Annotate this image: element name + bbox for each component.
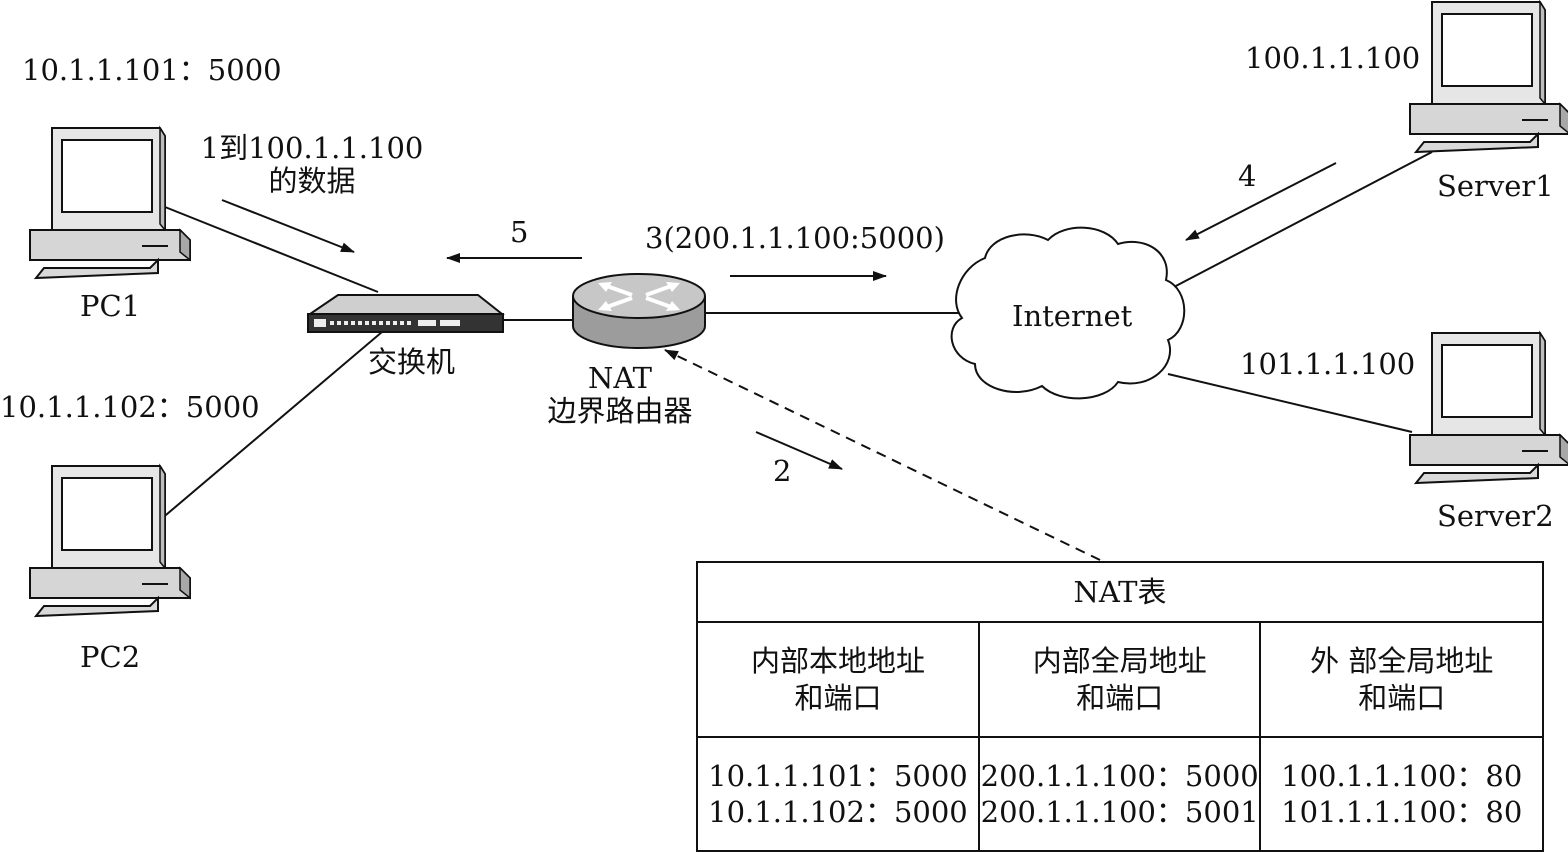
router-label: NAT 边界路由器 [520, 361, 720, 429]
table-cell-line: 10.1.1.101：5000 [708, 758, 968, 793]
step4-label: 4 [1238, 159, 1257, 193]
cloud-icon [950, 226, 1186, 400]
arrow-step1 [221, 199, 355, 253]
pc2-ip-label: 10.1.1.102：5000 [0, 390, 260, 424]
header-line: 内部本地地址 [750, 644, 925, 679]
table-cell-line: 101.1.1.100：80 [1281, 795, 1523, 829]
arrow-step4 [1185, 162, 1337, 241]
nat-table-header-outside-global: 外 部全局地址 和端口 [1259, 621, 1544, 738]
link-internet-server1 [1171, 151, 1433, 289]
arrow-step2 [755, 431, 843, 470]
router-icon [572, 273, 706, 349]
step2-label: 2 [773, 454, 792, 488]
link-pc1-switch [159, 204, 379, 293]
server1-label: Server1 [1437, 169, 1554, 203]
step1-label-line1: 1到100.1.1.100 [200, 131, 424, 165]
header-line: 和端口 [1076, 680, 1164, 715]
header-line: 和端口 [1358, 680, 1446, 715]
router-label-line1: NAT [587, 361, 653, 395]
router-label-line2: 边界路由器 [547, 394, 693, 429]
nat-table-cell-inside-local: 10.1.1.101：5000 10.1.1.102：5000 [696, 736, 980, 852]
switch-label: 交换机 [368, 345, 456, 379]
pc1-computer-icon [29, 127, 191, 279]
table-cell-line: 200.1.1.100：5000 [980, 758, 1259, 793]
nat-table-header-inside-local: 内部本地地址 和端口 [696, 621, 980, 738]
pc2-computer-icon [29, 465, 191, 617]
nat-table-cell-inside-global: 200.1.1.100：5000 200.1.1.100：5001 [977, 736, 1262, 852]
nat-table: NAT表 内部本地地址 和端口 内部全局地址 和端口 外 部全局地址 和端口 1… [696, 561, 1544, 852]
internet-label: Internet [1012, 299, 1133, 333]
link-internet-server2 [1167, 373, 1413, 433]
header-line: 外 部全局地址 [1310, 644, 1494, 679]
table-cell-line: 100.1.1.100：80 [1281, 758, 1523, 793]
step3-label: 3(200.1.1.100:5000) [645, 221, 945, 255]
step-arrows [221, 162, 1337, 470]
switch-icon [306, 294, 505, 333]
server2-computer-icon [1409, 332, 1568, 484]
pc1-ip-label: 10.1.1.101：5000 [22, 53, 282, 87]
nat-table-header-inside-global: 内部全局地址 和端口 [977, 621, 1262, 738]
nat-table-title: NAT表 [696, 561, 1544, 623]
step1-label: 1到100.1.1.100 的数据 [198, 131, 426, 199]
server1-ip-label: 100.1.1.100 [1245, 41, 1421, 75]
server2-label: Server2 [1437, 499, 1554, 533]
header-line: 内部全局地址 [1032, 644, 1207, 679]
server1-computer-icon [1409, 1, 1568, 153]
pc1-label: PC1 [80, 289, 141, 323]
dashed-link-table-router [664, 349, 1101, 561]
nat-table-cell-outside-global: 100.1.1.100：80 101.1.1.100：80 [1259, 736, 1544, 852]
server2-ip-label: 101.1.1.100 [1240, 347, 1416, 381]
table-cell-line: 10.1.1.102：5000 [708, 795, 968, 829]
table-cell-line: 200.1.1.100：5001 [980, 795, 1259, 829]
step1-label-line2: 的数据 [268, 164, 356, 199]
connection-lines [159, 151, 1433, 561]
header-line: 和端口 [794, 680, 882, 715]
pc2-label: PC2 [80, 640, 141, 674]
step5-label: 5 [510, 215, 529, 249]
link-pc2-switch [159, 331, 383, 521]
